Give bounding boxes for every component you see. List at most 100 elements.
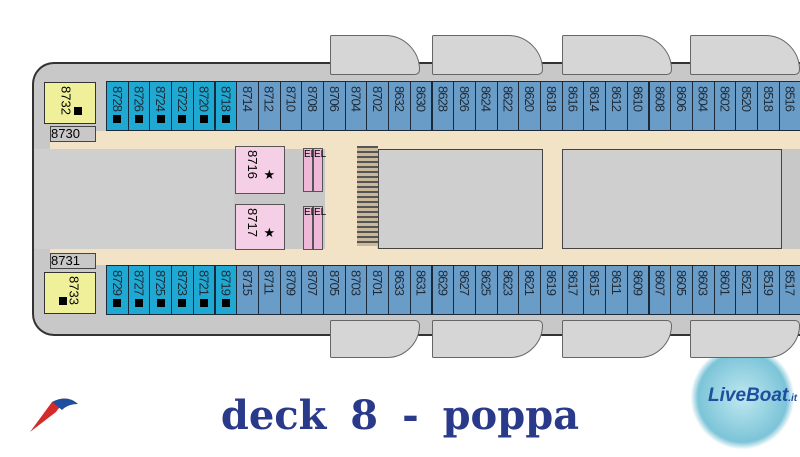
suite-8717[interactable]: 8717 ★ xyxy=(235,204,285,250)
cabin-8616[interactable]: 8616 xyxy=(561,81,585,131)
cabin-8728[interactable]: 8728 xyxy=(106,81,129,131)
cabin-8708[interactable]: 8708 xyxy=(301,81,324,131)
balcony-icon xyxy=(178,298,187,307)
cabin-8631[interactable]: 8631 xyxy=(409,265,433,315)
page-title: deck 8 - poppa xyxy=(220,392,580,439)
cabin-8612[interactable]: 8612 xyxy=(605,81,628,131)
cabin-8609[interactable]: 8609 xyxy=(626,265,650,315)
cabin-8709[interactable]: 8709 xyxy=(279,265,303,315)
cabin-8602[interactable]: 8602 xyxy=(713,81,737,131)
balcony-icon xyxy=(156,298,165,307)
cabin-8701[interactable]: 8701 xyxy=(366,265,390,315)
balcony-icon xyxy=(178,114,187,123)
cabin-8732[interactable]: 8732 xyxy=(44,82,96,124)
elevator: EL xyxy=(303,148,316,192)
cabin-8707[interactable]: 8707 xyxy=(301,265,324,315)
cabin-8705[interactable]: 8705 xyxy=(323,265,346,315)
cabin-8617[interactable]: 8617 xyxy=(561,265,585,315)
carnival-logo xyxy=(22,396,82,436)
cabin-8519[interactable]: 8519 xyxy=(757,265,780,315)
balcony-icon xyxy=(221,298,230,307)
cabin-8623[interactable]: 8623 xyxy=(496,265,520,315)
corridor-top xyxy=(50,131,800,149)
corridor-cross-2 xyxy=(543,131,562,265)
lifeboat xyxy=(432,35,543,75)
cabin-8604[interactable]: 8604 xyxy=(691,81,715,131)
balcony-icon xyxy=(135,114,144,123)
lifeboat xyxy=(330,35,420,75)
elevator: EL xyxy=(313,148,326,192)
balcony-icon xyxy=(200,298,209,307)
cabin-8704[interactable]: 8704 xyxy=(344,81,368,131)
aft-block xyxy=(34,149,234,249)
cabin-8605[interactable]: 8605 xyxy=(670,265,693,315)
balcony-icon xyxy=(156,114,165,123)
lifeboat xyxy=(562,35,672,75)
cabin-8729[interactable]: 8729 xyxy=(106,265,129,315)
cabin-8606[interactable]: 8606 xyxy=(670,81,693,131)
cabin-8627[interactable]: 8627 xyxy=(453,265,476,315)
cabin-8618[interactable]: 8618 xyxy=(540,81,563,131)
lifeboat xyxy=(562,320,672,358)
cabin-8714[interactable]: 8714 xyxy=(236,81,259,131)
balcony-icon xyxy=(221,114,230,123)
cabin-8630[interactable]: 8630 xyxy=(409,81,433,131)
lifeboat xyxy=(330,320,420,358)
cabin-8702[interactable]: 8702 xyxy=(366,81,390,131)
cabin-8619[interactable]: 8619 xyxy=(540,265,563,315)
balcony-icon xyxy=(113,298,122,307)
cabin-8607[interactable]: 8607 xyxy=(648,265,672,315)
cabin-8615[interactable]: 8615 xyxy=(583,265,607,315)
cabin-8715[interactable]: 8715 xyxy=(236,265,259,315)
elevator: EL xyxy=(313,206,326,250)
cabin-8710[interactable]: 8710 xyxy=(279,81,303,131)
cabin-8620[interactable]: 8620 xyxy=(518,81,541,131)
cabin-8711[interactable]: 8711 xyxy=(257,265,281,315)
cabin-8626[interactable]: 8626 xyxy=(453,81,476,131)
cabin-8719[interactable]: 8719 xyxy=(214,265,238,315)
cabin-8521[interactable]: 8521 xyxy=(735,265,758,315)
stairs xyxy=(357,146,378,246)
interior-block xyxy=(378,149,543,249)
cabin-8727[interactable]: 8727 xyxy=(127,265,151,315)
cabin-8724[interactable]: 8724 xyxy=(149,81,173,131)
cabin-8733[interactable]: 8733 xyxy=(44,272,96,314)
cabin-8603[interactable]: 8603 xyxy=(691,265,715,315)
cabin-8625[interactable]: 8625 xyxy=(474,265,498,315)
cabin-8718[interactable]: 8718 xyxy=(214,81,238,131)
cabin-8720[interactable]: 8720 xyxy=(192,81,216,131)
cabin-8706[interactable]: 8706 xyxy=(323,81,346,131)
cabin-8731[interactable]: 8731 xyxy=(50,253,96,269)
cabin-8608[interactable]: 8608 xyxy=(648,81,672,131)
cabin-8721[interactable]: 8721 xyxy=(192,265,216,315)
cabin-8614[interactable]: 8614 xyxy=(583,81,607,131)
cabin-8632[interactable]: 8632 xyxy=(388,81,411,131)
cabin-8610[interactable]: 8610 xyxy=(626,81,650,131)
cabin-8611[interactable]: 8611 xyxy=(605,265,628,315)
elevator: EL xyxy=(303,206,316,250)
cabin-8725[interactable]: 8725 xyxy=(149,265,173,315)
cabin-8726[interactable]: 8726 xyxy=(127,81,151,131)
cabin-8517[interactable]: 8517 xyxy=(778,265,800,315)
cabin-8628[interactable]: 8628 xyxy=(431,81,455,131)
cabin-8703[interactable]: 8703 xyxy=(344,265,368,315)
lifeboat xyxy=(690,35,800,75)
cabin-8520[interactable]: 8520 xyxy=(735,81,758,131)
cabin-8621[interactable]: 8621 xyxy=(518,265,541,315)
lifeboat xyxy=(432,320,543,358)
cabin-8722[interactable]: 8722 xyxy=(171,81,194,131)
cabin-8622[interactable]: 8622 xyxy=(496,81,520,131)
cabin-8633[interactable]: 8633 xyxy=(388,265,411,315)
suite-8716[interactable]: 8716 ★ xyxy=(235,146,285,194)
cabin-8624[interactable]: 8624 xyxy=(474,81,498,131)
cabin-8712[interactable]: 8712 xyxy=(257,81,281,131)
liveboat-logo: LiveBoat.it xyxy=(690,345,797,450)
cabin-8730[interactable]: 8730 xyxy=(50,126,96,142)
corridor-bottom xyxy=(50,249,800,265)
cabin-8516[interactable]: 8516 xyxy=(778,81,800,131)
cabin-8723[interactable]: 8723 xyxy=(171,265,194,315)
cabin-8629[interactable]: 8629 xyxy=(431,265,455,315)
lifeboat xyxy=(690,320,800,358)
cabin-8518[interactable]: 8518 xyxy=(757,81,780,131)
cabin-8601[interactable]: 8601 xyxy=(713,265,737,315)
